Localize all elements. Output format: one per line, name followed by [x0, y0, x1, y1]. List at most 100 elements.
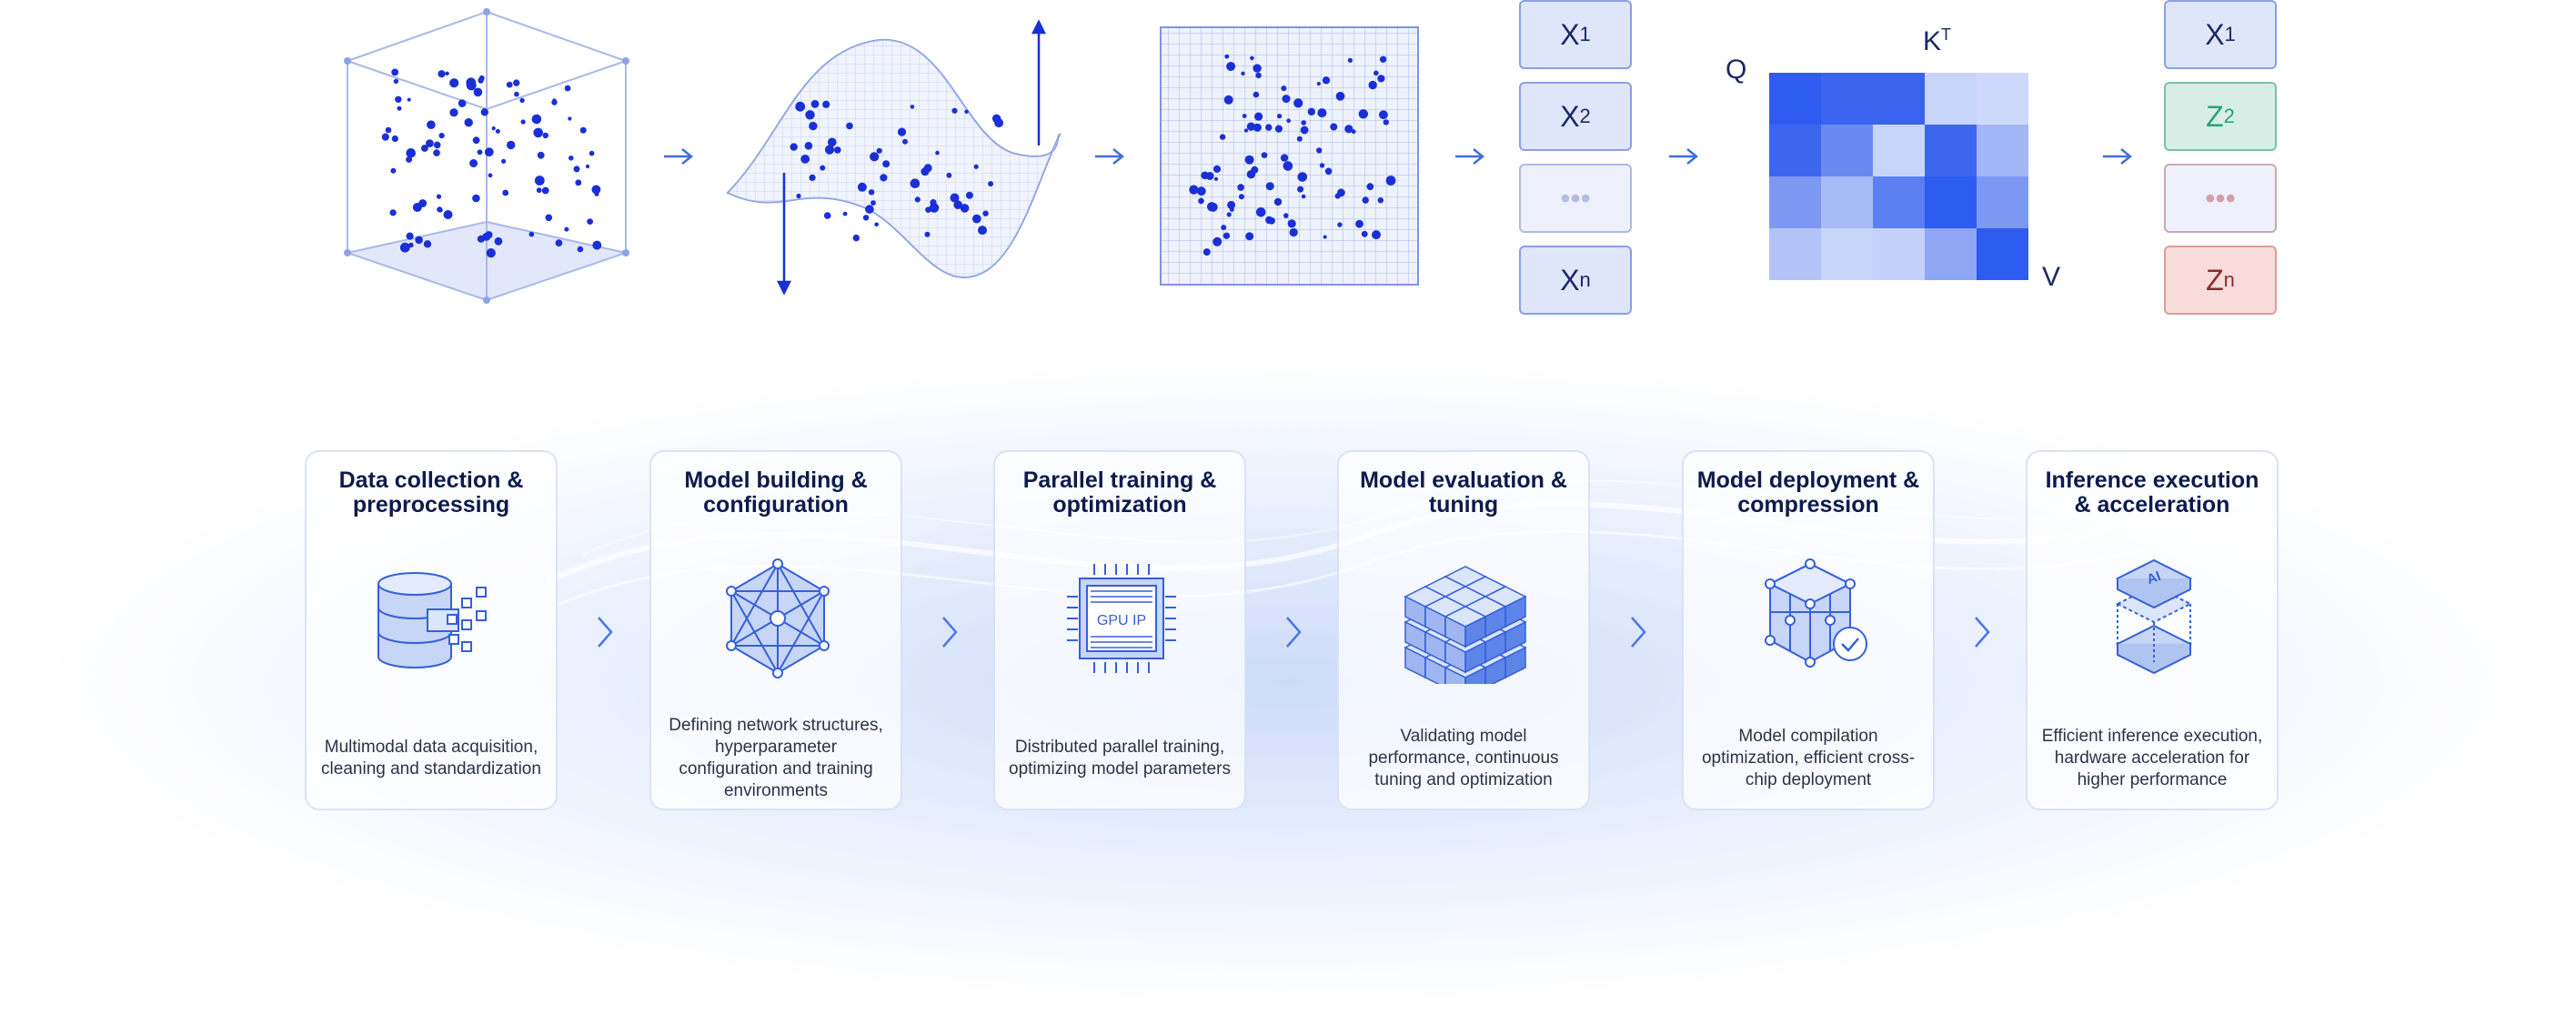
scatter-dot: [880, 174, 888, 182]
scatter-dot: [551, 99, 558, 106]
scatter-dot: [1207, 202, 1217, 212]
scatter-dot: [1253, 123, 1262, 132]
matrix-cell: [1821, 125, 1873, 176]
scatter-dot: [541, 186, 549, 195]
scatter-dot: [545, 214, 553, 222]
scatter-dot: [1221, 225, 1227, 231]
scatter-dot: [531, 114, 542, 125]
grid-plane: [1160, 26, 1419, 286]
stage-title: Model evaluation & tuning: [1360, 467, 1567, 518]
scatter-dot: [502, 189, 509, 196]
scatter-dot: [1383, 119, 1390, 126]
cube-face: [1464, 666, 1486, 684]
scatter-dot: [828, 137, 837, 147]
scatter-dot: [429, 140, 434, 145]
scatter-dot: [478, 77, 484, 84]
scatter-dot: [1213, 176, 1219, 181]
scatter-dot: [1358, 109, 1369, 119]
scatter-dot: [1250, 55, 1254, 61]
scatter-dot: [1245, 232, 1254, 241]
scatter-dot: [564, 226, 569, 232]
stage-title: Inference execution & acceleration: [2045, 467, 2259, 518]
stage-card-data-collection: Data collection & preprocessing Multimod…: [305, 450, 558, 810]
matrix-cell: [1925, 73, 1977, 125]
attention-matrix: [1769, 73, 2028, 280]
scatter-dot: [1334, 193, 1341, 199]
scatter-dot: [804, 142, 813, 150]
scatter-dot: [809, 121, 818, 131]
scatter-dot: [445, 71, 449, 76]
scatter-dot: [564, 85, 571, 92]
scatter-dot: [822, 100, 830, 108]
matrix-cell: [1925, 125, 1977, 176]
scatter-dot: [846, 122, 853, 130]
scatter-dot: [1293, 98, 1303, 108]
scatter-dot: [1213, 236, 1223, 246]
scatter-dot: [862, 215, 870, 221]
scatter-dot: [577, 246, 584, 253]
scatter-dot: [480, 108, 488, 116]
scatter-dot: [929, 203, 940, 213]
scatter-dot: [902, 138, 908, 145]
chevron-right-icon: [1286, 617, 1302, 648]
matrix-cell: [1977, 176, 2028, 228]
scatter-dot: [1261, 152, 1268, 159]
scatter-dot: [1265, 216, 1273, 225]
stage-card-parallel-training: Parallel training & optimization GPU IP …: [993, 450, 1246, 810]
scatter-dot: [1379, 55, 1387, 63]
scatter-dot: [1286, 118, 1291, 123]
scatter-dot: [1255, 207, 1266, 217]
scatter-dot: [427, 120, 436, 129]
scatter-dot: [874, 222, 879, 227]
scatter-dot: [537, 151, 545, 159]
ai-stack-icon: AI: [2115, 558, 2193, 675]
scatter-dot: [1362, 196, 1369, 204]
scatter-dot: [1280, 154, 1289, 162]
scatter-dot: [1330, 123, 1338, 131]
cube-face: [1444, 666, 1466, 684]
scatter-dot: [1355, 219, 1363, 228]
scatter-dot: [395, 95, 402, 104]
cube-face: [1424, 656, 1446, 684]
matrix-cell: [1873, 176, 1925, 228]
scatter-dot: [592, 240, 602, 250]
scatter-dot: [1198, 197, 1204, 205]
scatter-dot: [1277, 114, 1283, 119]
scatter-dot: [1297, 172, 1308, 182]
scatter-dot: [569, 156, 574, 161]
scatter-dot: [823, 212, 831, 219]
scatter-dot: [406, 232, 414, 240]
scatter-dot: [486, 248, 496, 258]
scatter-dot: [991, 114, 1001, 123]
scatter-dot: [988, 181, 994, 187]
arrow-5: [2103, 148, 2133, 165]
stage-card-inference: Inference execution & acceleration AI Ef…: [2026, 450, 2279, 810]
scatter-dot: [1219, 134, 1226, 140]
scatter-dot: [1289, 227, 1298, 237]
arrow-4: [1669, 148, 1699, 165]
scatter-dot: [513, 79, 520, 86]
scatter-dot: [1241, 71, 1245, 76]
scatter-dot: [1319, 163, 1325, 168]
scatter-dot: [536, 187, 542, 194]
scatter-dot: [415, 236, 423, 245]
scatter-dot: [882, 160, 891, 168]
scatter-dot: [575, 179, 582, 186]
scatter-dot: [1335, 91, 1345, 101]
scatter-dot: [1265, 182, 1274, 191]
scatter-dot: [1324, 167, 1333, 176]
scatter-dot: [852, 234, 860, 242]
stage-card-model-evaluation: Model evaluation & tuning Validating mod…: [1337, 450, 1590, 810]
deploy-check-icon: [1765, 558, 1867, 668]
scatter-dot: [472, 194, 480, 203]
scatter-dot: [488, 173, 493, 178]
scatter-dot: [534, 176, 545, 186]
scatter-dot: [1307, 107, 1316, 116]
stage-description: Defining network structures, hyperparame…: [669, 716, 883, 800]
arrow-1: [664, 148, 694, 165]
scatter-dot: [1243, 128, 1249, 133]
